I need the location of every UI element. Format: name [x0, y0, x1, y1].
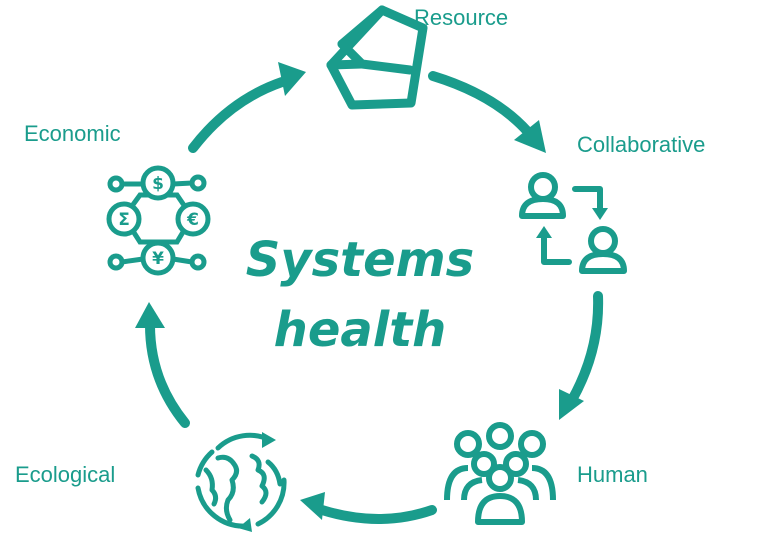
arrow-collaborative-to-human	[567, 291, 604, 405]
arrow-human-to-ecological	[317, 505, 437, 524]
globe-icon	[195, 432, 287, 532]
center-title-line2: health	[273, 302, 447, 358]
svg-text:¥: ¥	[152, 249, 164, 269]
human-label: Human	[577, 462, 648, 487]
arrowhead-economic	[135, 302, 165, 328]
economic-label: Economic	[24, 121, 121, 146]
arrowhead-resource	[278, 62, 306, 96]
arrow-economic-to-resource	[188, 77, 287, 153]
arrowhead-collaborative	[514, 120, 546, 153]
currency-network-icon: $ Σ € ¥	[106, 165, 211, 276]
svg-text:€: €	[186, 210, 199, 230]
gemstone-icon	[326, 5, 428, 110]
arrow-ecological-to-economic	[145, 320, 190, 428]
center-title-line1: Systems	[245, 232, 475, 288]
people-exchange-icon	[519, 172, 627, 274]
ecological-label: Ecological	[15, 462, 116, 487]
arrowhead-human	[559, 389, 584, 420]
svg-text:$: $	[152, 174, 164, 194]
resource-label: Resource	[414, 5, 509, 30]
arrow-resource-to-collaborative	[428, 71, 533, 137]
collaborative-label: Collaborative	[577, 132, 706, 157]
group-of-people-icon	[444, 422, 556, 525]
svg-text:Σ: Σ	[118, 210, 130, 230]
arrowhead-ecological	[300, 492, 325, 520]
